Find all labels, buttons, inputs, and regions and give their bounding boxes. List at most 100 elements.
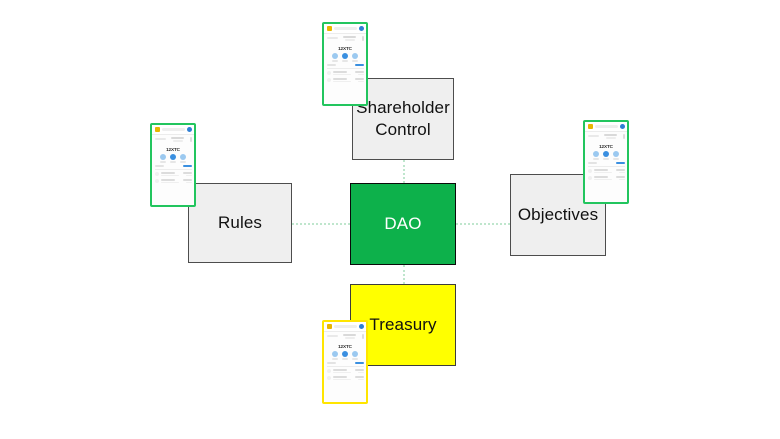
connector-dao-treasury: [403, 265, 405, 284]
phone-mockup-shareholder[interactable]: 12XTC: [322, 22, 368, 106]
activity-list: [326, 368, 364, 381]
list-item[interactable]: [154, 178, 192, 184]
action-swap-label: [613, 158, 619, 160]
network-chip[interactable]: [326, 36, 338, 40]
action-buy[interactable]: [332, 351, 338, 360]
connector-rules-dao: [292, 223, 350, 225]
account-name: [343, 35, 357, 39]
url-bar[interactable]: [161, 127, 185, 132]
transaction-title: [333, 71, 348, 73]
transaction-amount: [182, 172, 192, 177]
more-options-icon[interactable]: [362, 333, 364, 339]
amount-primary: [182, 172, 192, 174]
list-item[interactable]: [587, 175, 625, 181]
transaction-icon: [587, 168, 592, 174]
avatar-icon[interactable]: [358, 26, 364, 31]
tab-assets[interactable]: [326, 362, 336, 365]
url-bar[interactable]: [333, 324, 357, 329]
action-buy[interactable]: [593, 151, 599, 160]
action-send[interactable]: [342, 351, 348, 360]
wallet-logo-icon: [326, 26, 332, 31]
account-name-block: [343, 35, 357, 41]
action-swap[interactable]: [352, 351, 358, 360]
node-rules[interactable]: Rules: [188, 183, 292, 263]
more-options-icon[interactable]: [623, 133, 625, 139]
action-swap[interactable]: [180, 154, 186, 163]
tab-assets[interactable]: [326, 64, 336, 67]
phone-browser-header: [324, 24, 366, 34]
balance-amount: 12XTC: [338, 45, 352, 51]
action-swap[interactable]: [352, 53, 358, 62]
transaction-title: [333, 376, 348, 378]
amount-primary: [615, 176, 625, 178]
avatar-icon[interactable]: [186, 127, 192, 132]
wallet-actions: [327, 53, 364, 62]
url-bar[interactable]: [594, 124, 618, 129]
action-buy[interactable]: [332, 53, 338, 62]
tab-activity[interactable]: [354, 362, 364, 365]
list-item[interactable]: [326, 375, 364, 381]
more-options-icon[interactable]: [190, 136, 192, 142]
node-shareholder-control[interactable]: Shareholder Control: [352, 78, 454, 160]
action-send[interactable]: [342, 53, 348, 62]
transaction-amount: [354, 369, 364, 374]
list-item[interactable]: [326, 77, 364, 83]
url-bar[interactable]: [333, 26, 357, 31]
avatar-icon[interactable]: [358, 324, 364, 329]
swap-icon: [613, 151, 619, 158]
phone-mockup-rules[interactable]: 12XTC: [150, 123, 196, 207]
network-chip[interactable]: [154, 137, 166, 141]
action-swap-label: [352, 60, 358, 62]
wallet-actions: [588, 151, 625, 160]
more-options-icon[interactable]: [362, 35, 364, 41]
buy-icon: [593, 151, 599, 158]
transaction-amount: [354, 78, 364, 83]
avatar-icon[interactable]: [619, 124, 625, 129]
action-swap[interactable]: [613, 151, 619, 160]
balance-amount: 12XTC: [599, 143, 613, 149]
phone-mockup-objectives[interactable]: 12XTC: [583, 120, 629, 204]
tab-activity[interactable]: [615, 162, 625, 165]
swap-icon: [352, 351, 358, 358]
transaction-amount: [354, 71, 364, 76]
list-item[interactable]: [154, 171, 192, 177]
action-send[interactable]: [603, 151, 609, 160]
account-address: [605, 137, 616, 139]
action-buy[interactable]: [160, 154, 166, 163]
tab-assets[interactable]: [154, 165, 164, 168]
transaction-title: [161, 172, 176, 174]
list-item[interactable]: [326, 368, 364, 374]
transaction-icon: [154, 171, 159, 177]
amount-primary: [354, 71, 364, 73]
list-item[interactable]: [587, 168, 625, 174]
node-shareholder-control-label: Shareholder Control: [356, 97, 450, 142]
network-chip[interactable]: [326, 334, 338, 338]
transaction-title: [161, 179, 176, 181]
amount-secondary: [357, 73, 364, 76]
transaction-title: [333, 78, 348, 80]
wallet-logo-icon: [154, 127, 160, 132]
account-row: [587, 133, 625, 139]
action-send[interactable]: [170, 154, 176, 163]
transaction-text: [333, 376, 353, 381]
node-dao-label: DAO: [384, 213, 422, 233]
account-address: [344, 39, 355, 41]
phone-browser-header: [324, 322, 366, 332]
tab-activity[interactable]: [354, 64, 364, 67]
transaction-text: [333, 71, 353, 76]
wallet-tabs: [326, 64, 364, 69]
phone-mockup-treasury[interactable]: 12XTC: [322, 320, 368, 404]
action-swap-label: [180, 161, 186, 163]
connector-shareholder-dao: [403, 160, 405, 183]
tab-activity[interactable]: [182, 165, 192, 168]
amount-secondary: [357, 378, 364, 381]
action-send-label: [170, 161, 176, 163]
wallet-tabs: [587, 162, 625, 167]
amount-primary: [354, 78, 364, 80]
network-chip[interactable]: [587, 134, 599, 138]
list-item[interactable]: [326, 70, 364, 76]
tab-assets[interactable]: [587, 162, 597, 165]
node-dao[interactable]: DAO: [350, 183, 456, 265]
buy-icon: [332, 53, 338, 60]
transaction-subtitle: [594, 178, 612, 181]
